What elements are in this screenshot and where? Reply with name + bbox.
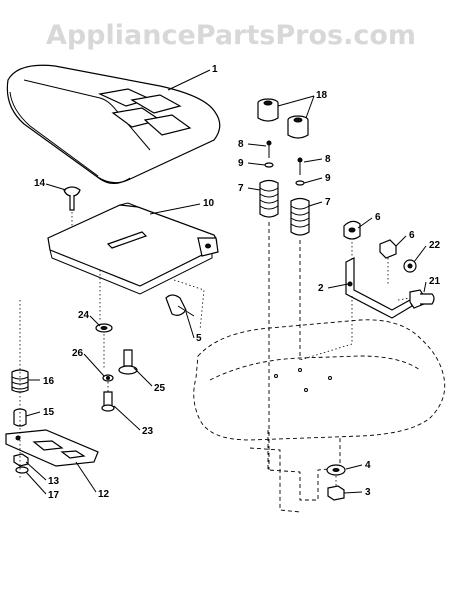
watermark-text: AppliancePartsPros.com bbox=[46, 20, 416, 51]
bolt-part-14 bbox=[63, 186, 81, 240]
callout-23: 23 bbox=[142, 426, 154, 437]
nut-part-13 bbox=[13, 453, 29, 467]
bolt-part-23 bbox=[101, 382, 115, 412]
spring-stack-right bbox=[290, 157, 310, 360]
washer-part-22 bbox=[403, 259, 417, 273]
bolt-part-25 bbox=[118, 349, 138, 375]
callout-24: 24 bbox=[78, 310, 90, 321]
callout-labels: 1 18 8 9 7 8 9 7 14 10 6 6 22 2 21 5 24 … bbox=[34, 64, 441, 501]
callout-6-nut: 6 bbox=[409, 230, 415, 241]
callout-13: 13 bbox=[48, 476, 60, 487]
callout-18: 18 bbox=[316, 90, 328, 101]
leader-lines bbox=[25, 69, 427, 495]
callout-10: 10 bbox=[203, 198, 215, 209]
callout-9-right: 9 bbox=[325, 173, 331, 184]
knob-part-6 bbox=[343, 220, 361, 262]
callout-1: 1 bbox=[212, 64, 218, 75]
callout-2: 2 bbox=[318, 283, 324, 294]
spacer-part-18 bbox=[257, 98, 309, 139]
callout-12: 12 bbox=[98, 489, 110, 500]
spring-stack-left bbox=[259, 140, 279, 470]
callout-16: 16 bbox=[43, 376, 55, 387]
knob-part-5-left bbox=[165, 279, 205, 331]
washer-part-26 bbox=[102, 374, 114, 382]
washer-part-24 bbox=[95, 323, 113, 370]
callout-14: 14 bbox=[34, 178, 46, 189]
callout-4: 4 bbox=[365, 460, 371, 471]
seat-part bbox=[6, 64, 221, 184]
callout-25: 25 bbox=[154, 383, 166, 394]
callout-5: 5 bbox=[196, 333, 202, 344]
callout-3: 3 bbox=[365, 487, 371, 498]
nut-part-6 bbox=[379, 239, 397, 286]
callout-8-right: 8 bbox=[325, 154, 331, 165]
seat-pan-part-10 bbox=[47, 202, 219, 320]
washer-part-17 bbox=[15, 466, 29, 474]
callout-22: 22 bbox=[429, 240, 441, 251]
callout-15: 15 bbox=[43, 407, 55, 418]
callout-9-left: 9 bbox=[238, 158, 244, 169]
bracket-part-2 bbox=[299, 257, 413, 361]
plate-part-12 bbox=[5, 429, 99, 467]
tractor-frame-outline bbox=[193, 319, 446, 513]
callout-17: 17 bbox=[48, 490, 60, 501]
nut-part-3 bbox=[327, 476, 345, 501]
bolt-part-21 bbox=[397, 289, 435, 309]
callout-8-left: 8 bbox=[238, 139, 244, 150]
callout-7-left: 7 bbox=[238, 183, 244, 194]
callout-26: 26 bbox=[72, 348, 84, 359]
callout-7-right: 7 bbox=[325, 197, 331, 208]
callout-21: 21 bbox=[429, 276, 441, 287]
callout-6-knob: 6 bbox=[375, 212, 381, 223]
washer-part-4 bbox=[326, 464, 346, 476]
